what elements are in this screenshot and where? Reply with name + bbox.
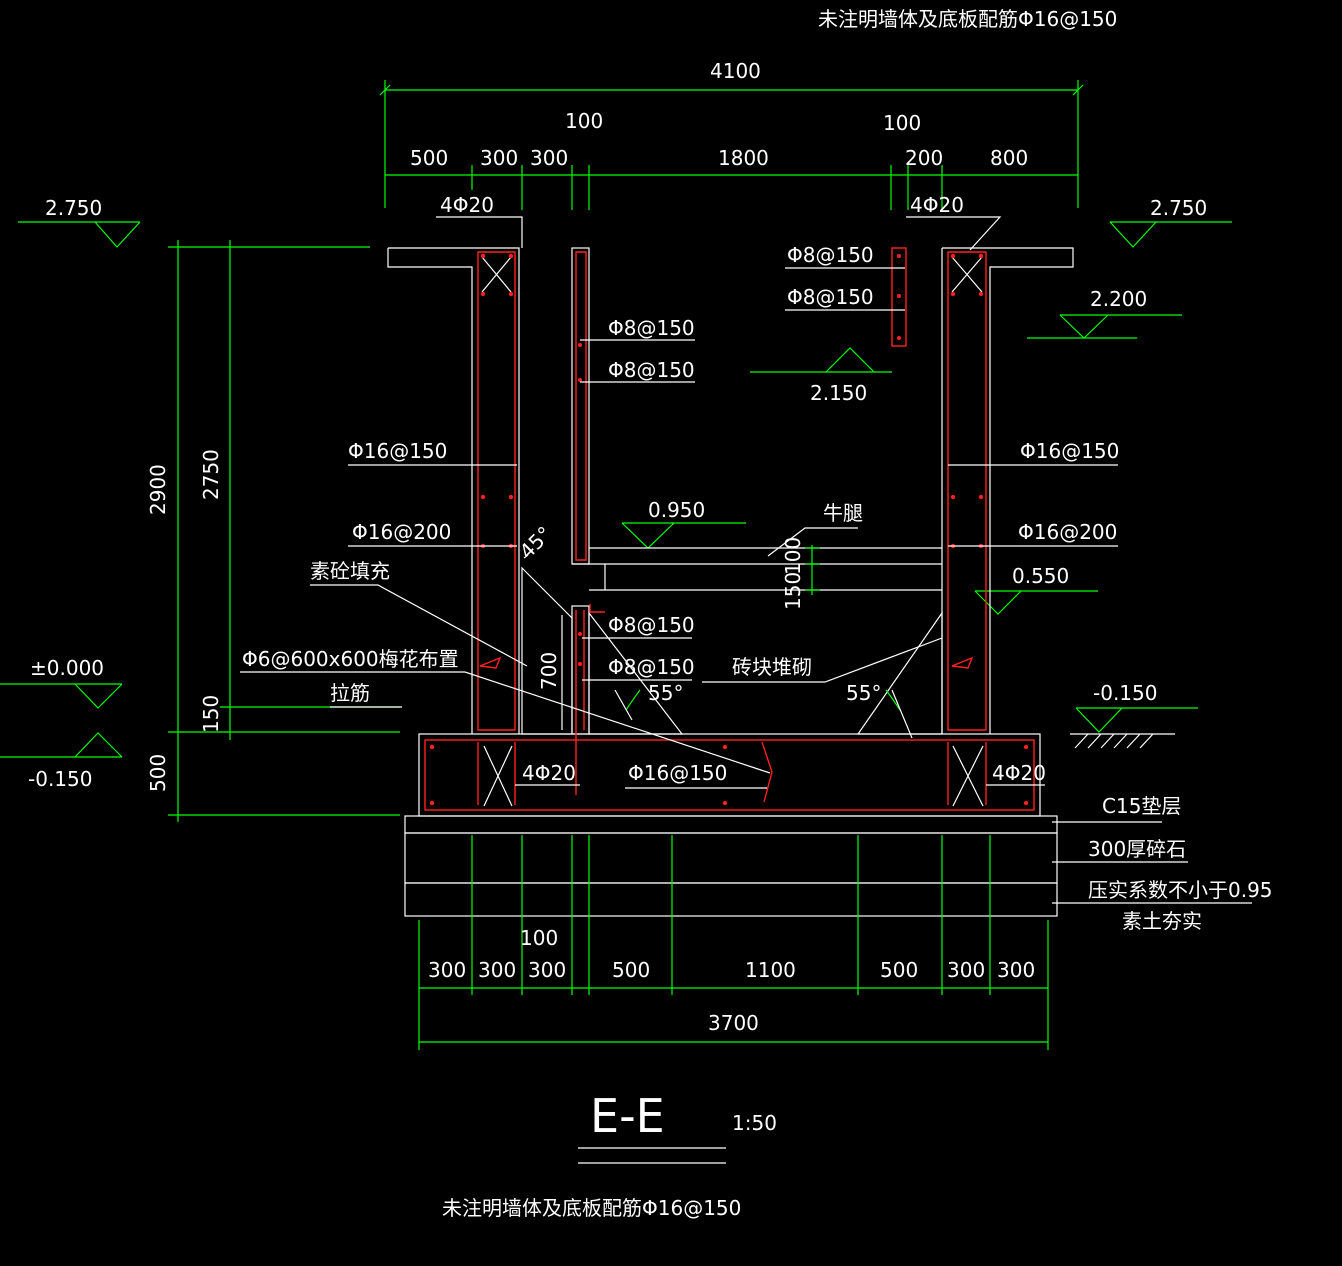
label-rw-200: Φ16@200 xyxy=(1018,520,1117,544)
dim-bot-300b: 300 xyxy=(478,958,516,982)
top-dimensions: 4100 100 100 500 300 300 1800 200 800 xyxy=(379,59,1084,210)
level-0550: 0.550 xyxy=(1012,564,1069,588)
label-4phi20-br: 4Φ20 xyxy=(992,761,1046,785)
label-mid-b: Φ8@150 xyxy=(608,358,695,382)
dim-top-total: 4100 xyxy=(710,59,761,83)
level-2750-right: 2.750 xyxy=(1150,196,1207,220)
dim-left-2750: 2750 xyxy=(199,449,223,500)
dim-bot-300a: 300 xyxy=(428,958,466,982)
section-title-block: E-E 1:50 未注明墙体及底板配筋Φ16@150 xyxy=(442,1089,777,1220)
label-c15: C15垫层 xyxy=(1102,794,1181,818)
dim-left-2900: 2900 xyxy=(146,464,170,515)
label-brick: 砖块堆砌 xyxy=(732,655,812,679)
label-corbel: 牛腿 xyxy=(823,501,863,525)
dim-bot-total: 3700 xyxy=(708,1011,759,1035)
label-compact1: 压实系数不小于0.95 xyxy=(1088,878,1273,902)
leader-lines xyxy=(240,216,1252,904)
level-neg-right: -0.150 xyxy=(1093,681,1157,705)
label-lw-150: Φ16@150 xyxy=(348,439,447,463)
label-low-a: Φ8@150 xyxy=(608,613,695,637)
dim-bot-1100: 1100 xyxy=(745,958,796,982)
level-zero: ±0.000 xyxy=(30,656,104,680)
label-angle55b: 55° xyxy=(846,681,881,705)
dim-bot-300d: 300 xyxy=(947,958,985,982)
left-dimensions: 2900 2750 150 500 xyxy=(146,240,400,822)
bottom-dimensions: 100 300 300 300 500 1100 500 300 300 370… xyxy=(418,835,1049,1050)
label-low-b: Φ8@150 xyxy=(608,655,695,679)
label-angle45: 45° xyxy=(515,521,557,563)
label-4phi20-tr: 4Φ20 xyxy=(910,193,964,217)
section-scale: 1:50 xyxy=(732,1111,777,1135)
dim-bot-300e: 300 xyxy=(997,958,1035,982)
label-fill: 素砼填充 xyxy=(310,559,390,583)
dim-bot-300c: 300 xyxy=(528,958,566,982)
dim-left-500: 500 xyxy=(146,754,170,792)
level-markers: 2.750 2.750 2.200 2.150 0.950 0.550 ±0.0… xyxy=(0,196,1232,791)
dim-top-300b: 300 xyxy=(530,146,568,170)
dim-bot-100: 100 xyxy=(520,926,558,950)
dim-top-100-left: 100 xyxy=(565,109,603,133)
level-2200: 2.200 xyxy=(1090,287,1147,311)
section-title: E-E xyxy=(590,1089,665,1143)
label-tie2: 拉筋 xyxy=(330,681,370,705)
label-angle55a: 55° xyxy=(648,681,683,705)
level-0950: 0.950 xyxy=(648,498,705,522)
dim-top-500: 500 xyxy=(410,146,448,170)
level-2750-left: 2.750 xyxy=(45,196,102,220)
bottom-note: 未注明墙体及底板配筋Φ16@150 xyxy=(442,1196,741,1220)
dim-bot-500b: 500 xyxy=(880,958,918,982)
top-note: 未注明墙体及底板配筋Φ16@150 xyxy=(818,7,1117,31)
rebar-labels: 4Φ20 4Φ20 Φ8@150 Φ8@150 Φ8@150 Φ8@150 Φ1… xyxy=(242,193,1119,785)
label-gravel: 300厚碎石 xyxy=(1088,837,1186,861)
dim-top-1800: 1800 xyxy=(718,146,769,170)
dim-top-200: 200 xyxy=(905,146,943,170)
level-neg-left: -0.150 xyxy=(28,767,92,791)
label-mid-a: Φ8@150 xyxy=(608,316,695,340)
dim-corbel-700: 700 xyxy=(537,652,561,690)
label-4phi20-tl: 4Φ20 xyxy=(440,193,494,217)
dim-top-300a: 300 xyxy=(480,146,518,170)
rebar-lines xyxy=(424,247,1035,811)
misc-labels: 素砼填充 牛腿 砖块堆砌 45° 55° 55° 150 100 700 C15… xyxy=(310,501,1273,933)
label-compact2: 素土夯实 xyxy=(1122,909,1202,933)
dim-left-150: 150 xyxy=(199,695,223,733)
dim-corbel-100: 100 xyxy=(781,537,805,575)
dim-top-800: 800 xyxy=(990,146,1028,170)
dim-bot-500a: 500 xyxy=(612,958,650,982)
label-lw-200: Φ16@200 xyxy=(352,520,451,544)
dim-corbel-150: 150 xyxy=(781,572,805,610)
dim-top-100-right: 100 xyxy=(883,111,921,135)
label-rw-150: Φ16@150 xyxy=(1020,439,1119,463)
level-2150: 2.150 xyxy=(810,381,867,405)
concrete-outline xyxy=(387,247,1074,917)
label-tie: Φ6@600x600梅花布置 xyxy=(242,647,459,671)
label-rt-b: Φ8@150 xyxy=(787,285,874,309)
label-4phi20-bl: 4Φ20 xyxy=(522,761,576,785)
label-rt-a: Φ8@150 xyxy=(787,243,874,267)
label-base: Φ16@150 xyxy=(628,761,727,785)
